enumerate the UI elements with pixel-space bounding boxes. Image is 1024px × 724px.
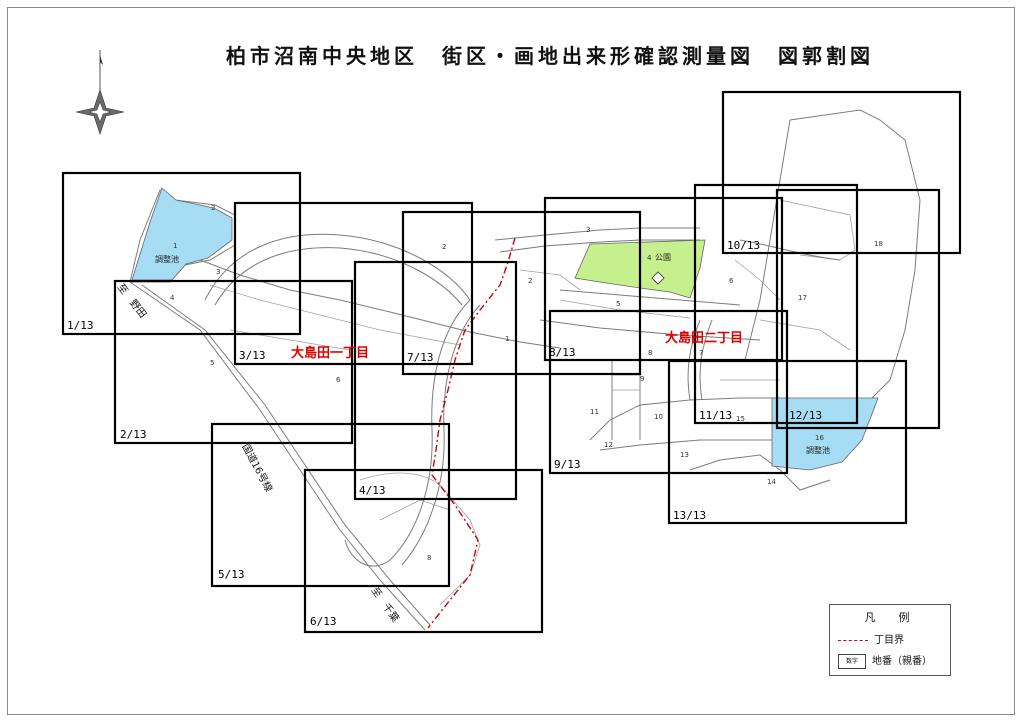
parcel-number: 15 bbox=[736, 415, 745, 423]
sheet-13[interactable] bbox=[667, 359, 908, 525]
lot-number: 2 bbox=[528, 277, 532, 285]
lot-number: 3 bbox=[216, 268, 220, 276]
park-label: 公園 bbox=[655, 253, 671, 262]
east-retention-pond bbox=[771, 397, 879, 471]
legend-row-boundary: 丁目界 bbox=[838, 631, 904, 646]
parcel-number: 1 bbox=[173, 242, 177, 250]
lot-number: 7 bbox=[699, 349, 703, 357]
road-network bbox=[129, 109, 921, 631]
sheet-label: 13/13 bbox=[673, 509, 706, 522]
sheet-6[interactable] bbox=[303, 468, 544, 634]
map-title: 柏市沼南中央地区 街区・画地出来形確認測量図 図郭割図 bbox=[226, 44, 874, 68]
sheet-label: 2/13 bbox=[120, 428, 147, 441]
pond-label: 調整池 bbox=[806, 445, 830, 455]
parcel-number: 7 bbox=[442, 400, 446, 408]
parcel-number: 10 bbox=[654, 413, 663, 421]
park-marker-icon bbox=[651, 271, 665, 285]
sheet-2[interactable] bbox=[113, 279, 354, 445]
parcel-number: 11 bbox=[590, 408, 599, 416]
lot-number: 8 bbox=[648, 349, 652, 357]
parcel-number: 6 bbox=[336, 376, 341, 384]
parcel-number: 14 bbox=[767, 478, 776, 486]
map-frame bbox=[7, 7, 1015, 715]
lot-number: 5 bbox=[210, 359, 214, 367]
parcel-numbers: 1 2 3 4 5 6 7 8 9 10 11 12 13 14 15 16 1… bbox=[170, 204, 883, 562]
lot-number: 1 bbox=[505, 335, 509, 343]
lot-number: 6 bbox=[729, 277, 734, 285]
legend-title: 凡 例 bbox=[864, 611, 916, 624]
sheet-label: 6/13 bbox=[310, 615, 337, 628]
parcel-number: 8 bbox=[427, 554, 431, 562]
sheet-label: 1/13 bbox=[67, 319, 94, 332]
sheet-label: 10/13 bbox=[727, 239, 760, 252]
lot-number-swatch: 数字 bbox=[838, 653, 866, 669]
sheet-label: 7/13 bbox=[407, 351, 434, 364]
sheet-label: 5/13 bbox=[218, 568, 245, 581]
parcel-number: 4 bbox=[647, 254, 652, 262]
district-label: 大島田二丁目 bbox=[665, 330, 743, 346]
road-label-chiba: 至 千葉 bbox=[369, 584, 403, 624]
parcel-number: 2 bbox=[442, 243, 446, 251]
parcel-number: 3 bbox=[586, 226, 590, 234]
parcel-number: 9 bbox=[640, 375, 644, 383]
road-label-noda: 至 野田 bbox=[115, 281, 149, 320]
boundary-line-swatch bbox=[838, 639, 868, 641]
parcel-number: 13 bbox=[680, 451, 689, 459]
pond-label: 調整池 bbox=[155, 254, 179, 264]
sheet-label: 8/13 bbox=[549, 346, 576, 359]
legend-lot-label: 地番（親番） bbox=[872, 656, 932, 667]
legend-row-lot: 数字地番（親番） bbox=[838, 652, 932, 669]
sheet-label: 3/13 bbox=[239, 349, 266, 362]
lot-number: 2 bbox=[211, 204, 215, 212]
sheet-5[interactable] bbox=[210, 422, 451, 588]
sheet-12[interactable] bbox=[775, 188, 941, 430]
district-boundary-line bbox=[427, 237, 516, 629]
sheet-1[interactable] bbox=[61, 171, 302, 336]
legend-boundary-label: 丁目界 bbox=[874, 635, 904, 646]
parcel-number: 12 bbox=[604, 441, 613, 449]
west-retention-pond bbox=[131, 187, 233, 281]
legend: 凡 例 丁目界 数字地番（親番） bbox=[829, 604, 951, 676]
parcel-number: 18 bbox=[874, 240, 883, 248]
sheet-4[interactable] bbox=[353, 260, 518, 501]
parcel-number: 16 bbox=[815, 434, 824, 442]
parcel-number: 17 bbox=[798, 294, 807, 302]
sheet-label: 11/13 bbox=[699, 409, 732, 422]
sheet-label: 12/13 bbox=[789, 409, 822, 422]
sheet-10[interactable] bbox=[721, 90, 962, 255]
district-label: 大島田一丁目 bbox=[291, 345, 369, 361]
lot-number: 4 bbox=[170, 294, 175, 302]
sheet-grid bbox=[61, 90, 962, 634]
sheet-label: 9/13 bbox=[554, 458, 581, 471]
sheet-label: 4/13 bbox=[359, 484, 386, 497]
sheet-8[interactable] bbox=[543, 196, 784, 362]
sheet-3[interactable] bbox=[233, 201, 474, 366]
sheet-labels: 1/13 2/13 3/13 4/13 5/13 6/13 7/13 8/13 … bbox=[67, 239, 822, 628]
parcel-number: 5 bbox=[616, 300, 620, 308]
sheet-7[interactable] bbox=[401, 210, 642, 376]
compass-rose-icon bbox=[75, 50, 125, 135]
road-label-route16: 国道16号線 bbox=[239, 441, 275, 494]
